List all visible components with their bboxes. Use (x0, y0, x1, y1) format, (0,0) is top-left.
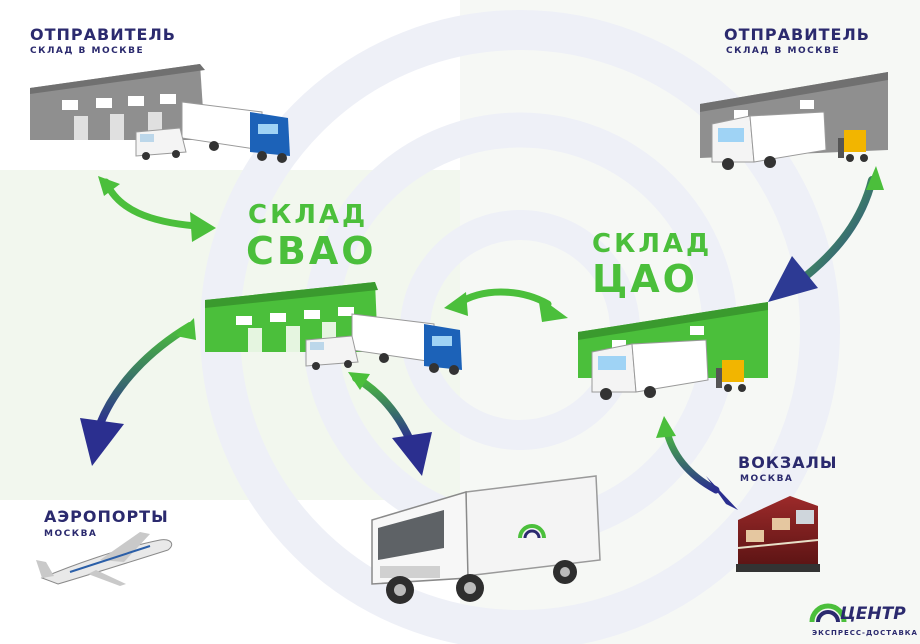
tsao-label-line1: СКЛАД (592, 229, 713, 259)
curved-arrow-icon (656, 416, 738, 510)
svao-label-line1: СКЛАД (248, 200, 369, 230)
tsao-label-line2: ЦАО (592, 257, 698, 301)
train-icon (736, 496, 820, 572)
warehouse-icon (205, 282, 378, 352)
logo-name: ЦЕНТР (840, 604, 906, 624)
curved-arrow-icon (444, 288, 568, 322)
airports-subtitle: МОСКВА (44, 529, 98, 539)
curved-arrow-icon (80, 318, 196, 466)
logo-icon (809, 603, 847, 623)
van-icon (305, 335, 359, 370)
forklift-icon (716, 360, 746, 392)
forklift-icon (838, 130, 868, 162)
airports-title: АЭРОПОРТЫ (44, 507, 169, 526)
truck-icon (181, 101, 290, 163)
sender-right-subtitle: СКЛАД В МОСКВЕ (726, 46, 841, 56)
logo-tagline: ЭКСПРЕСС-ДОСТАВКА (812, 629, 918, 637)
sender-right-title: ОТПРАВИТЕЛЬ (724, 25, 870, 44)
curved-arrow-icon (98, 176, 216, 242)
curved-arrow-icon (348, 372, 432, 476)
sender-left-title: ОТПРАВИТЕЛЬ (30, 25, 176, 44)
curved-arrow-icon (768, 166, 884, 302)
sender-left-subtitle: СКЛАД В МОСКВЕ (30, 46, 145, 56)
warehouse-icon (30, 64, 205, 140)
truck-icon (371, 475, 601, 604)
stations-title: ВОКЗАЛЫ (738, 453, 838, 472)
stations-subtitle: МОСКВА (740, 474, 794, 484)
truck-icon (591, 339, 709, 400)
svao-label-line2: СВАО (246, 229, 377, 273)
van-icon (135, 127, 187, 160)
airplane-icon (36, 532, 173, 586)
truck-icon (711, 111, 827, 170)
